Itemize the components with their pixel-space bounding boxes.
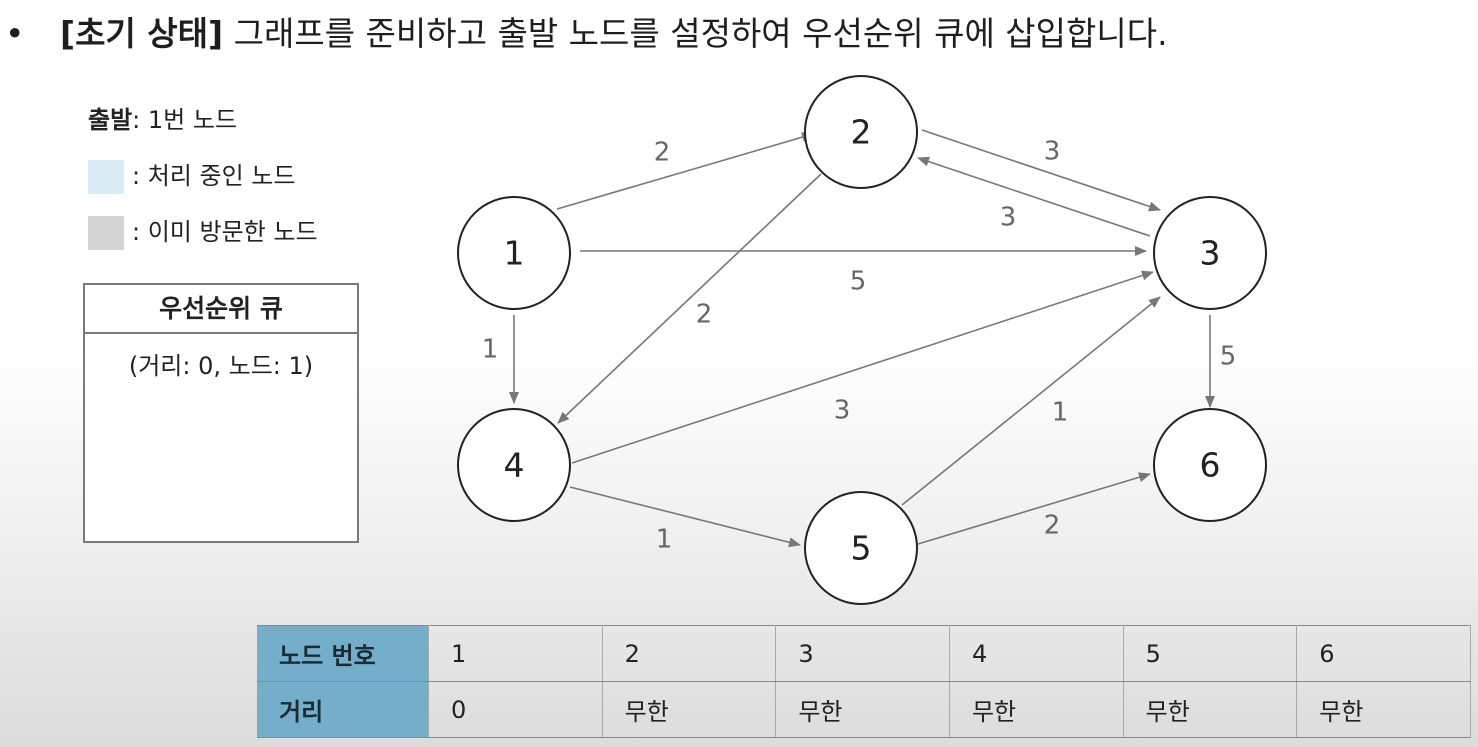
node-5-label: 5 (851, 529, 872, 568)
legend-start-value: : 1번 노드 (132, 106, 238, 134)
edge-weight-3-to-6: 5 (1220, 342, 1237, 372)
node-number-header: 노드 번호 (257, 625, 429, 682)
node-number-cell-4: 4 (949, 625, 1124, 682)
edge-4-to-3 (571, 270, 1154, 464)
edge-5-to-6 (917, 472, 1151, 545)
node-4-label: 4 (504, 446, 525, 485)
edge-3-to-2 (917, 156, 1151, 237)
distance-header: 거리 (257, 681, 429, 738)
distance-table: 노드 번호 1 2 3 4 5 6 거리 0 무한 무한 무한 무한 무한 (257, 625, 1471, 738)
node-3-circle (1153, 196, 1267, 310)
edge-4-to-5 (569, 486, 801, 548)
node-2-circle (804, 75, 918, 189)
visited-swatch (88, 216, 124, 250)
node-number-cell-3: 3 (775, 625, 950, 682)
title-step-label: [초기 상태] (60, 14, 224, 53)
graph-diagram: 2 5 1 3 3 2 3 1 1 2 5 1 2 3 4 5 6 (457, 75, 1267, 605)
distance-row: 거리 0 무한 무한 무한 무한 무한 (257, 681, 1471, 738)
edges-layer: 2 5 1 3 3 2 3 1 1 2 5 (482, 129, 1237, 555)
node-2-label: 2 (851, 113, 872, 152)
distance-cell-3: 무한 (775, 681, 950, 738)
node-1-label: 1 (504, 234, 525, 273)
node-3-label: 3 (1200, 234, 1221, 273)
node-number-cell-1: 1 (428, 625, 603, 682)
edge-weight-5-to-3: 1 (1052, 398, 1069, 428)
node-number-cell-6: 6 (1296, 625, 1471, 682)
priority-queue-entry: (거리: 0, 노드: 1) (128, 352, 314, 380)
node-number-row: 노드 번호 1 2 3 4 5 6 (257, 625, 1471, 682)
distance-cell-1: 0 (428, 681, 603, 738)
edge-weight-5-to-6: 2 (1044, 511, 1061, 541)
distance-cell-5: 무한 (1123, 681, 1298, 738)
node-number-cell-5: 5 (1123, 625, 1298, 682)
edge-2-to-4 (557, 173, 822, 424)
legend-processing-label: : 처리 중인 노드 (132, 162, 296, 190)
edge-weight-1-to-3: 5 (850, 267, 867, 297)
legend-visited: : 이미 방문한 노드 (88, 214, 318, 250)
node-number-cell-2: 2 (602, 625, 777, 682)
slide-title: • [초기 상태] 그래프를 준비하고 출발 노드를 설정하여 우선순위 큐에 … (0, 6, 1478, 62)
title-description: 그래프를 준비하고 출발 노드를 설정하여 우선순위 큐에 삽입합니다. (223, 14, 1168, 53)
edge-weight-4-to-5: 1 (656, 525, 673, 555)
nodes-layer: 1 2 3 4 5 6 (457, 75, 1267, 605)
node-1-circle (457, 196, 571, 310)
title-bullet: • (5, 14, 25, 53)
edge-1-to-2 (556, 132, 814, 210)
priority-queue-header: 우선순위 큐 (85, 285, 357, 334)
edge-weight-2-to-4: 2 (696, 300, 713, 330)
edge-weight-2-to-3: 3 (1044, 137, 1061, 167)
node-6-circle (1153, 408, 1267, 522)
distance-cell-2: 무한 (602, 681, 777, 738)
edge-weight-4-to-3: 3 (834, 396, 851, 426)
edge-weight-1-to-2: 2 (654, 138, 671, 168)
node-6-label: 6 (1200, 446, 1221, 485)
edge-weight-1-to-4: 1 (482, 335, 499, 365)
legend-start-node: 출발: 1번 노드 (88, 100, 237, 135)
distance-cell-4: 무한 (949, 681, 1124, 738)
legend-start-label: 출발 (88, 106, 133, 134)
node-5-circle (804, 491, 918, 605)
edge-2-to-3 (921, 129, 1161, 212)
priority-queue-box: 우선순위 큐 (거리: 0, 노드: 1) (83, 283, 359, 543)
edge-5-to-3 (901, 296, 1161, 506)
node-4-circle (457, 408, 571, 522)
legend-processing: : 처리 중인 노드 (88, 158, 295, 194)
edge-weight-3-to-2: 3 (1000, 203, 1017, 233)
distance-cell-6: 무한 (1296, 681, 1471, 738)
legend-visited-label: : 이미 방문한 노드 (132, 218, 318, 246)
processing-swatch (88, 160, 124, 194)
title-text: [초기 상태] 그래프를 준비하고 출발 노드를 설정하여 우선순위 큐에 삽입… (60, 6, 1168, 62)
